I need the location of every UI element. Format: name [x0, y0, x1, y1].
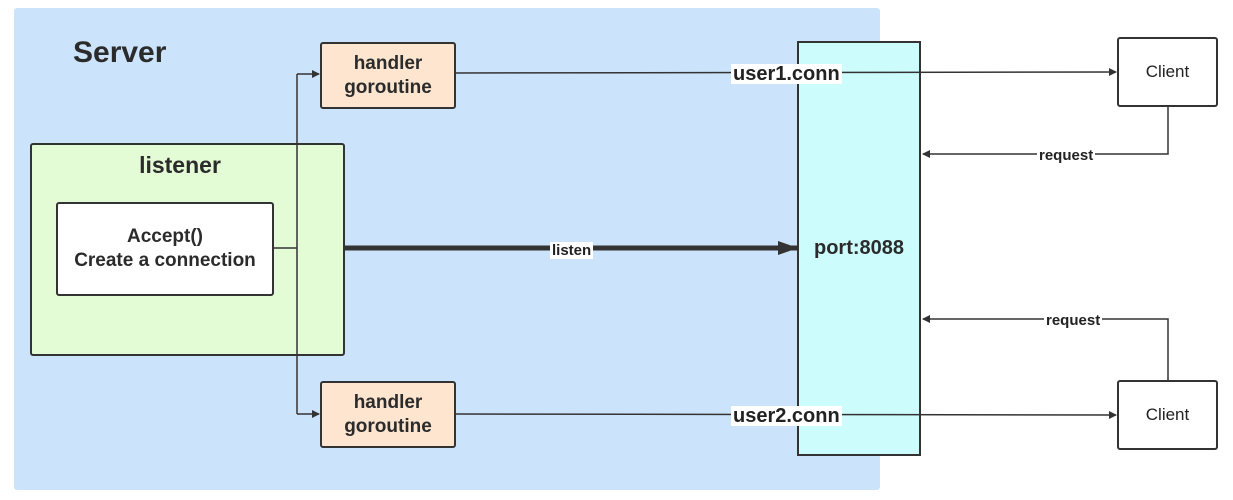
- request2-arrow: [922, 315, 1169, 380]
- handler-label: handler: [353, 391, 423, 413]
- request1-label: request: [1037, 147, 1096, 164]
- request1-arrow: [922, 107, 1169, 158]
- listen-label: listen: [550, 242, 594, 259]
- server-title: Server: [73, 36, 167, 69]
- create-connection-label: Create a connection: [74, 250, 256, 271]
- conn1-label: user1.conn: [731, 63, 842, 85]
- listener-title: listener: [139, 152, 221, 178]
- port-label: port:8088: [813, 237, 905, 259]
- handler-label: handler: [353, 52, 423, 74]
- port-box: port:8088: [797, 41, 921, 456]
- request2-label: request: [1044, 312, 1103, 329]
- handler-goroutine-1: handler goroutine: [320, 42, 456, 109]
- accept-label: Accept(): [126, 226, 203, 247]
- goroutine-label: goroutine: [344, 76, 432, 98]
- handler-goroutine-2: handler goroutine: [320, 381, 456, 448]
- conn2-label: user2.conn: [731, 405, 842, 427]
- accept-box: Accept() Create a connection: [56, 202, 274, 296]
- client-label: Client: [1145, 62, 1190, 81]
- client-box-1: Client: [1117, 37, 1218, 107]
- goroutine-label: goroutine: [344, 415, 432, 437]
- client-label: Client: [1145, 405, 1190, 424]
- client-box-2: Client: [1117, 380, 1218, 450]
